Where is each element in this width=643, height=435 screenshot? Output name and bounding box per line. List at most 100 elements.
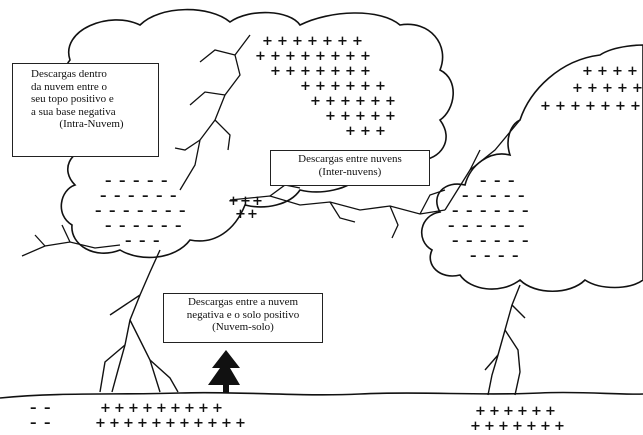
positive-charge: +	[128, 401, 139, 416]
ground-line3: (Nuvem-solo)	[168, 321, 318, 334]
negative-charge: –	[466, 234, 473, 249]
positive-charge: +	[270, 49, 281, 64]
negative-charge: –	[105, 219, 112, 234]
positive-charge: +	[307, 34, 318, 49]
intra-line5: (Intra-Nuvem)	[31, 118, 152, 131]
positive-charge: +	[221, 416, 232, 431]
negative-charge: –	[494, 234, 501, 249]
positive-charge: +	[360, 64, 371, 79]
positive-charge: +	[517, 404, 528, 419]
positive-charge: +	[142, 401, 153, 416]
negative-charge: –	[128, 189, 135, 204]
negative-charge: –	[170, 189, 177, 204]
negative-charge: –	[504, 189, 511, 204]
negative-charge: –	[119, 174, 126, 189]
negative-charge: –	[161, 174, 168, 189]
ground-line2: negativa e o solo positivo	[168, 309, 318, 322]
positive-charge: +	[355, 109, 366, 124]
negative-charge: –	[133, 219, 140, 234]
negative-charge: –	[147, 174, 154, 189]
negative-charge: –	[490, 219, 497, 234]
negative-charge: –	[484, 249, 491, 264]
label-inter-cloud: Descargas entre nuvens (Inter-nuvens)	[270, 150, 430, 186]
positive-charge: +	[360, 124, 371, 139]
positive-charge: +	[330, 49, 341, 64]
positive-charge: +	[570, 99, 581, 114]
intra-line2: da nuvem entre o	[31, 81, 152, 94]
negative-charge: –	[470, 249, 477, 264]
negative-charges-right-cloud-base: ––––––––––––––––––––––––––––––	[448, 174, 529, 264]
negative-charge: –	[476, 219, 483, 234]
positive-charge: +	[156, 401, 167, 416]
positive-charge: +	[531, 404, 542, 419]
positive-charge: +	[114, 401, 125, 416]
positive-charge: +	[300, 64, 311, 79]
positive-charge: +	[470, 419, 481, 434]
negative-charge: –	[476, 189, 483, 204]
negative-charge: –	[95, 204, 102, 219]
positive-charge: +	[540, 99, 551, 114]
positive-charge: +	[315, 49, 326, 64]
positive-charge: +	[235, 207, 246, 222]
negative-charge: –	[522, 234, 529, 249]
positive-charges-right-cloud-top: ++++++++++++++++	[540, 64, 643, 114]
negative-charge: –	[123, 204, 130, 219]
negative-charge: –	[137, 204, 144, 219]
negative-charge: –	[161, 219, 168, 234]
lightning-cloud-ground-right	[485, 285, 525, 395]
positive-charge: +	[352, 34, 363, 49]
positive-charge: +	[345, 64, 356, 79]
positive-charge: +	[330, 64, 341, 79]
positive-charge: +	[165, 416, 176, 431]
negative-charge: –	[448, 219, 455, 234]
positive-charge: +	[554, 419, 565, 434]
positive-charge: +	[375, 124, 386, 139]
negative-charge: –	[44, 401, 51, 416]
positive-charge: +	[602, 81, 613, 96]
positive-charge: +	[345, 124, 356, 139]
negative-charge: –	[462, 189, 469, 204]
positive-charge: +	[325, 94, 336, 109]
positive-charge: +	[300, 79, 311, 94]
positive-charge: +	[375, 79, 386, 94]
positive-charge: +	[315, 64, 326, 79]
pine-tree	[208, 350, 240, 393]
positive-charge: +	[587, 81, 598, 96]
positive-charge: +	[310, 94, 321, 109]
negative-charge: –	[480, 204, 487, 219]
negative-charge: –	[512, 249, 519, 264]
negative-charge: –	[522, 204, 529, 219]
negative-charge: –	[508, 234, 515, 249]
negative-charge: –	[452, 234, 459, 249]
negative-charge: –	[452, 204, 459, 219]
positive-charge: +	[184, 401, 195, 416]
positive-charge: +	[370, 94, 381, 109]
positive-charge: +	[632, 81, 643, 96]
positive-charge: +	[345, 49, 356, 64]
positive-charge: +	[270, 64, 281, 79]
positive-charge: +	[370, 109, 381, 124]
positive-charge: +	[617, 81, 628, 96]
negative-charge: –	[518, 189, 525, 204]
positive-charge: +	[277, 34, 288, 49]
positive-charge: +	[498, 419, 509, 434]
positive-charge: +	[600, 99, 611, 114]
positive-charge: +	[475, 404, 486, 419]
positive-charge: +	[545, 404, 556, 419]
positive-charge: +	[627, 64, 638, 79]
positive-charge: +	[503, 404, 514, 419]
positive-charge: +	[198, 401, 209, 416]
positive-charges-ground-left: ++++++++++++++++++++	[95, 401, 246, 431]
positive-charges-ground-right: +++++++++++++	[470, 404, 565, 434]
ground-line1: Descargas entre a nuvem	[168, 296, 318, 309]
negative-charge: –	[494, 174, 501, 189]
positive-charges-cloud-top: ++++++++++++++++++++++++++++++++++++++++…	[255, 34, 396, 139]
negative-charge: –	[508, 174, 515, 189]
positive-charge: +	[340, 94, 351, 109]
positive-charge: +	[615, 99, 626, 114]
positive-charge: +	[597, 64, 608, 79]
positive-charge: +	[212, 401, 223, 416]
positive-charge: +	[540, 419, 551, 434]
positive-charge: +	[151, 416, 162, 431]
negative-charge: –	[480, 234, 487, 249]
